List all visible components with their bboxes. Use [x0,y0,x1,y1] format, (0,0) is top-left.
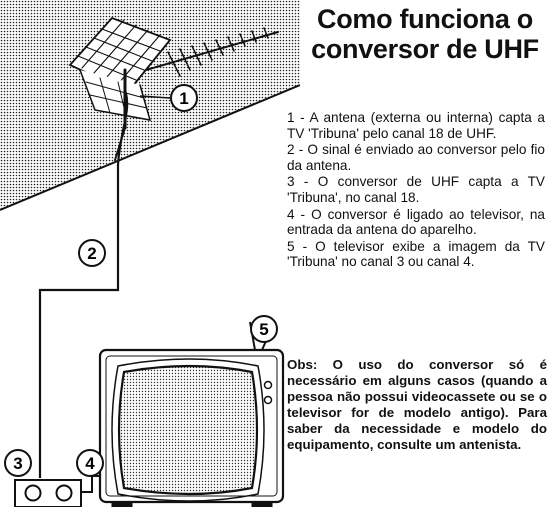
marker-3: 3 [4,449,32,477]
tv-knob-2 [263,395,273,405]
antenna-drawing [68,16,279,161]
marker-3-label: 3 [13,454,22,473]
conversor-diagram: 1 2 3 4 5 [0,0,300,507]
antenna-cable [38,89,129,478]
step-item: 4 - O conversor é ligado ao televisor, n… [287,206,545,238]
step-item: 2 - O sinal é enviado ao conversor pelo … [287,142,545,173]
marker-4: 4 [76,449,104,477]
tv-screen [117,364,259,496]
step-item: 5 - O televisor exibe a imagem da TV 'Tr… [287,238,545,270]
marker-5-label: 5 [259,320,268,339]
steps-list: 1 - A antena (externa ou interna) capta … [287,110,545,271]
marker-1-label: 1 [179,89,188,108]
television [98,321,285,507]
marker-2: 2 [78,239,106,267]
step-item: 1 - A antena (externa ou interna) capta … [287,110,545,141]
marker-2-label: 2 [87,244,96,263]
roof-edge [0,84,300,211]
step-item: 3 - O conversor de UHF capta a TV 'Tribu… [287,174,545,205]
roof-shaded-area [0,0,300,210]
observation-note: Obs: O uso do conversor só é necessário … [287,357,547,452]
marker-5: 5 [250,315,278,343]
page-title: Como funciona o conversor de UHF [311,4,539,64]
marker-1: 1 [139,84,198,112]
converter-box [14,479,82,507]
marker-4-label: 4 [85,454,95,473]
tv-knob-1 [263,380,273,390]
